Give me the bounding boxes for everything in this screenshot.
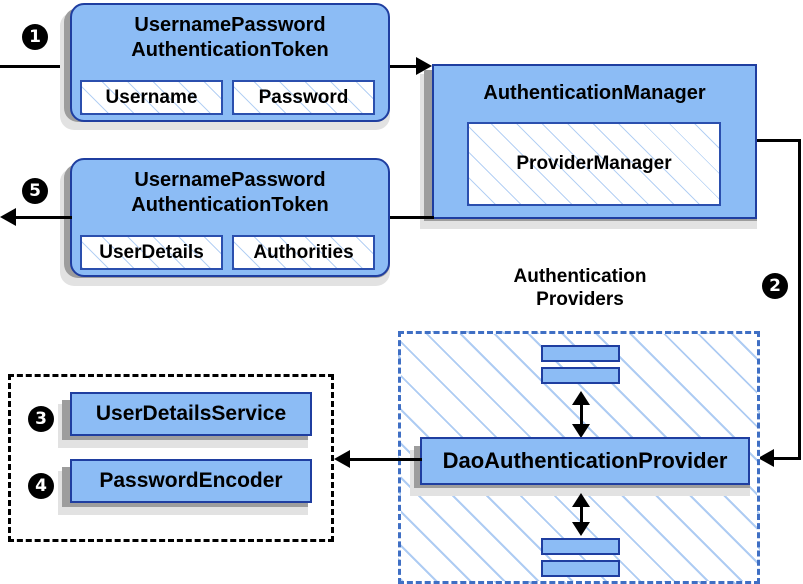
provider-chain-arrow-down-bottom <box>572 522 590 536</box>
user-details-service-box[interactable]: UserDetailsService <box>70 392 312 436</box>
dao-authentication-provider-box[interactable]: DaoAuthenticationProvider <box>420 437 750 485</box>
provider-manager-box: ProviderManager <box>467 122 721 206</box>
provider-to-beans-line <box>350 458 422 461</box>
manager-to-provider-line-bottom <box>772 457 801 460</box>
outgoing-response-arrowhead <box>0 208 16 226</box>
provider-chain-arrow-up-top <box>572 391 590 405</box>
providers-label-line2: Providers <box>536 289 624 310</box>
manager-to-provider-line-top <box>757 139 801 142</box>
provider-placeholder-bar-top-2 <box>541 367 620 384</box>
step-badge-5: 5 <box>22 178 48 204</box>
response-token-field-userdetails: UserDetails <box>80 235 223 270</box>
token-to-manager-line <box>390 65 422 68</box>
provider-placeholder-bar-bottom-2 <box>541 560 620 577</box>
response-token-title-line2: AuthenticationToken <box>131 194 329 216</box>
authentication-manager-title: AuthenticationManager <box>483 82 706 104</box>
provider-placeholder-bar-bottom-1 <box>541 538 620 555</box>
request-token-field-username: Username <box>80 80 223 115</box>
step-badge-4: 4 <box>28 473 54 499</box>
support-beans-container <box>8 374 334 542</box>
provider-placeholder-bar-top-1 <box>541 345 620 362</box>
authentication-manager-box[interactable]: AuthenticationManager ProviderManager <box>432 64 757 219</box>
request-token-field-password: Password <box>232 80 375 115</box>
manager-to-provider-arrowhead <box>758 449 774 467</box>
provider-to-beans-arrowhead <box>334 450 350 468</box>
password-encoder-box[interactable]: PasswordEncoder <box>70 459 312 503</box>
provider-chain-arrow-up-bottom <box>572 493 590 507</box>
response-token-box[interactable]: UsernamePassword AuthenticationToken Use… <box>70 158 390 277</box>
incoming-request-line <box>0 65 70 68</box>
request-token-box[interactable]: UsernamePassword AuthenticationToken Use… <box>70 3 390 122</box>
providers-label-line1: Authentication <box>513 266 647 287</box>
provider-chain-line-bottom <box>580 502 583 526</box>
provider-chain-line-top <box>580 400 583 428</box>
request-token-title-line2: AuthenticationToken <box>131 39 329 61</box>
response-token-title-line1: UsernamePassword <box>134 169 326 191</box>
manager-to-response-line <box>390 216 434 219</box>
outgoing-response-line <box>16 216 72 219</box>
manager-to-provider-line-vertical <box>798 139 801 459</box>
response-token-field-authorities: Authorities <box>232 235 375 270</box>
step-badge-2: 2 <box>762 273 788 299</box>
provider-chain-arrow-down-top <box>572 424 590 438</box>
step-badge-3: 3 <box>28 406 54 432</box>
step-badge-1: 1 <box>22 24 48 50</box>
providers-label: Authentication Providers <box>470 265 690 311</box>
request-token-title-line1: UsernamePassword <box>134 14 326 36</box>
